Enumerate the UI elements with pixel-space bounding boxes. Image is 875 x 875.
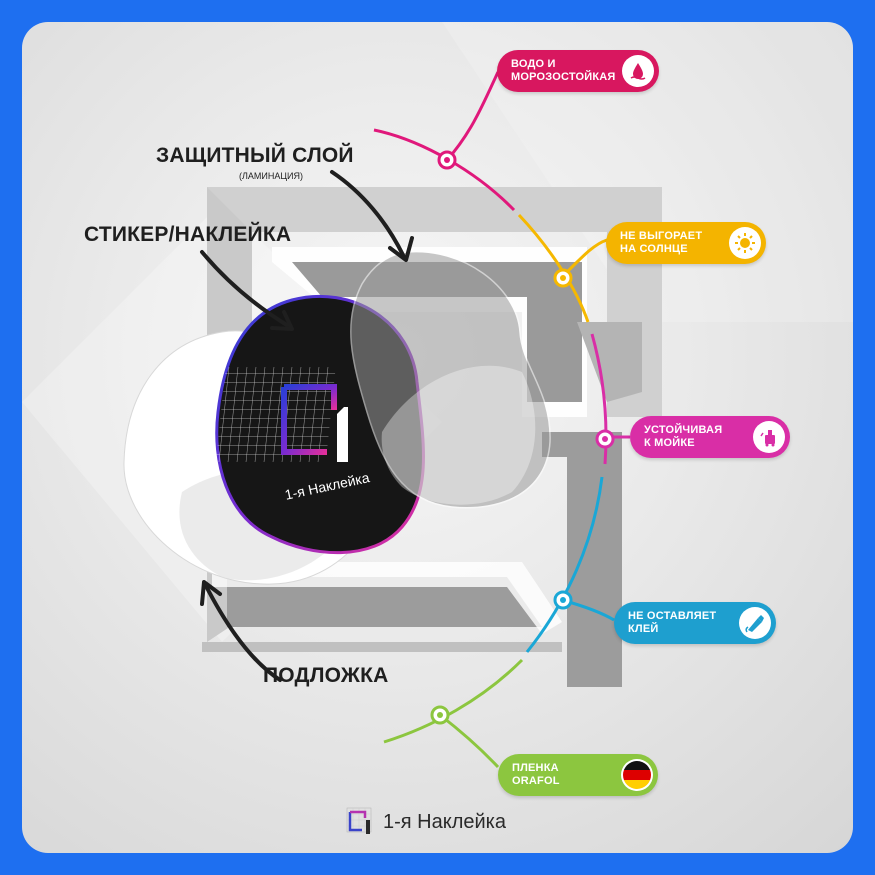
protective-layer-label: ЗАЩИТНЫЙ СЛОЙ: [156, 144, 354, 167]
feature-sun-line2: НА СОЛНЦЕ: [620, 243, 688, 255]
feature-orafol-line2: ORAFOL: [512, 775, 560, 787]
feature-carwash-line1: УСТОЙЧИВАЯ: [644, 424, 723, 436]
german-flag-icon: [621, 759, 653, 791]
feature-sun-line1: НЕ ВЫГОРАЕТ: [620, 230, 703, 242]
sticker-grid: [215, 367, 336, 462]
pointer-arrows: [200, 170, 414, 682]
car-wash-icon: [753, 421, 785, 453]
feature-orafol-line1: ПЛЕНКА: [512, 762, 559, 774]
sticker-label: СТИКЕР/НАКЛЕЙКА: [84, 223, 292, 246]
arrow-lamination: [330, 170, 406, 259]
infographic-card: ЗАЩИТНЫЙ СЛОЙ (ЛАМИНАЦИЯ) СТИКЕР/НАКЛЕЙК…: [22, 22, 853, 853]
arrow-sticker: [200, 250, 292, 329]
sticker-logo-digit: [337, 414, 348, 462]
brand-text: 1-я Наклейка: [383, 810, 506, 833]
sticker-logo-frame: [281, 387, 327, 455]
feature-carwash-line2: К МОЙКЕ: [644, 437, 695, 449]
water-drop-icon: [622, 55, 654, 87]
brand-logo: 1-я Наклейка: [345, 806, 506, 838]
feature-water-line2: МОРОЗОСТОЙКАЯ: [511, 71, 616, 83]
feature-water-line1: ВОДО И: [511, 58, 556, 70]
scene-graphics: [22, 22, 853, 769]
feature-glue-line1: НЕ ОСТАВЛЯЕТ: [628, 610, 717, 622]
lamination-layer: [350, 250, 551, 509]
feature-glue-line2: КЛЕЙ: [628, 623, 659, 635]
sticker-logo-frame: [284, 384, 337, 410]
brand-logo-icon: [346, 807, 372, 834]
backing-label: ПОДЛОЖКА: [263, 664, 389, 687]
lamination-highlight: [381, 365, 536, 505]
arrow-backing: [203, 582, 282, 682]
sun-icon: [729, 227, 761, 259]
glue-tube-icon: [739, 607, 771, 639]
protective-layer-sublabel: (ЛАМИНАЦИЯ): [239, 171, 303, 181]
connector-nodes: [430, 150, 615, 725]
